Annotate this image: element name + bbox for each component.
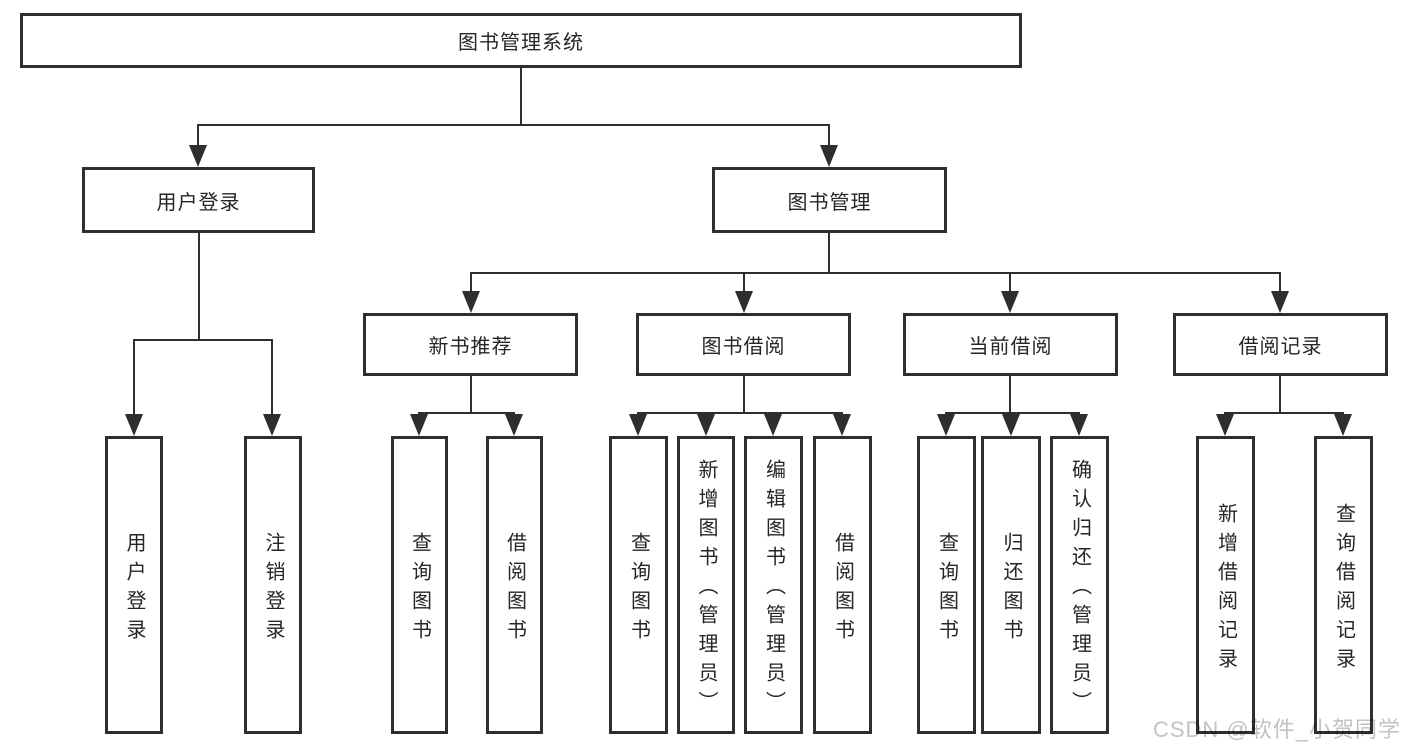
leaf-records-query-record: 查询借阅记录 — [1314, 436, 1373, 734]
leaf-user-login-label: 用户登录 — [123, 531, 145, 648]
connector-current-stem — [1009, 376, 1011, 414]
leaf-recommend-query-books-label: 查询图书 — [408, 531, 431, 648]
arrow-down-icon — [125, 414, 143, 436]
connector-leaf-drop — [271, 339, 273, 420]
arrow-down-icon — [697, 414, 715, 436]
connector-user-login-stem — [198, 233, 200, 341]
node-user-login: 用户登录 — [82, 167, 315, 233]
connector-level2-rail — [198, 124, 830, 126]
arrow-down-icon — [263, 414, 281, 436]
node-new-book-recommend-label: 新书推荐 — [428, 336, 513, 358]
arrow-down-icon — [833, 414, 851, 436]
arrow-down-icon — [1271, 291, 1289, 313]
node-book-borrowing-label: 图书借阅 — [701, 336, 786, 358]
leaf-recommend-borrow-books: 借阅图书 — [486, 436, 543, 734]
connector-records-drop — [1279, 272, 1281, 297]
connector-level3-rail — [471, 272, 1281, 274]
csdn-watermark: CSDN @软件_小贺同学 — [1152, 717, 1401, 742]
arrow-down-icon — [820, 145, 838, 167]
connector-records-stem — [1279, 376, 1281, 414]
node-library-system-label: 图书管理系统 — [458, 32, 584, 54]
leaf-borrow-query-books: 查询图书 — [609, 436, 668, 734]
connector-recommend-stem — [470, 376, 472, 414]
arrow-down-icon — [1334, 414, 1352, 436]
node-book-management-label: 图书管理 — [787, 191, 872, 214]
node-borrowing-records: 借阅记录 — [1173, 313, 1388, 376]
node-current-borrowing-label: 当前借阅 — [968, 336, 1053, 358]
node-new-book-recommend: 新书推荐 — [363, 313, 578, 376]
leaf-current-return-books: 归还图书 — [981, 436, 1041, 734]
leaf-borrow-borrow-books: 借阅图书 — [813, 436, 872, 734]
connector-current-rail — [946, 412, 1080, 414]
leaf-current-confirm-return-admin-label: 确认归还（管理员） — [1068, 459, 1091, 720]
connector-leaf-drop — [133, 339, 135, 420]
leaf-borrow-add-books-admin: 新增图书（管理员） — [677, 436, 735, 734]
connector-borrow-stem — [743, 376, 745, 414]
leaf-logout-login: 注销登录 — [244, 436, 302, 734]
leaf-current-query-books: 查询图书 — [917, 436, 976, 734]
arrow-down-icon — [735, 291, 753, 313]
leaf-recommend-query-books: 查询图书 — [391, 436, 448, 734]
arrow-down-icon — [629, 414, 647, 436]
leaf-recommend-borrow-books-label: 借阅图书 — [503, 531, 526, 648]
connector-user-login-rail — [134, 339, 273, 341]
leaf-borrow-add-books-admin-label: 新增图书（管理员） — [695, 459, 717, 720]
connector-borrow-drop — [743, 272, 745, 297]
leaf-records-query-record-label: 查询借阅记录 — [1332, 502, 1355, 677]
connector-root-stem — [520, 68, 522, 126]
connector-book-mgmt-stem — [828, 233, 830, 274]
leaf-borrow-edit-books-admin-label: 编辑图书（管理员） — [762, 459, 785, 720]
leaf-current-return-books-label: 归还图书 — [1000, 531, 1022, 648]
leaf-records-add-record: 新增借阅记录 — [1196, 436, 1255, 734]
connector-user-login-drop — [197, 124, 199, 150]
leaf-borrow-query-books-label: 查询图书 — [627, 531, 650, 648]
connector-book-mgmt-drop — [828, 124, 830, 150]
leaf-user-login: 用户登录 — [105, 436, 163, 734]
leaf-borrow-borrow-books-label: 借阅图书 — [831, 531, 854, 648]
arrow-down-icon — [937, 414, 955, 436]
leaf-borrow-edit-books-admin: 编辑图书（管理员） — [744, 436, 803, 734]
connector-records-rail — [1225, 412, 1344, 414]
node-book-borrowing: 图书借阅 — [636, 313, 851, 376]
arrow-down-icon — [1216, 414, 1234, 436]
connector-current-drop — [1009, 272, 1011, 297]
arrow-down-icon — [764, 414, 782, 436]
leaf-current-confirm-return-admin: 确认归还（管理员） — [1050, 436, 1109, 734]
node-library-system: 图书管理系统 — [20, 13, 1022, 68]
node-current-borrowing: 当前借阅 — [903, 313, 1118, 376]
leaf-current-query-books-label: 查询图书 — [935, 531, 958, 648]
node-user-login-label: 用户登录 — [156, 191, 241, 214]
node-borrowing-records-label: 借阅记录 — [1238, 336, 1323, 358]
leaf-logout-login-label: 注销登录 — [262, 531, 284, 648]
arrow-down-icon — [1001, 291, 1019, 313]
arrow-down-icon — [1002, 414, 1020, 436]
connector-recommend-drop — [470, 272, 472, 297]
arrow-down-icon — [189, 145, 207, 167]
arrow-down-icon — [1070, 414, 1088, 436]
connector-recommend-rail — [419, 412, 515, 414]
leaf-records-add-record-label: 新增借阅记录 — [1214, 502, 1237, 677]
node-book-management: 图书管理 — [712, 167, 947, 233]
arrow-down-icon — [410, 414, 428, 436]
arrow-down-icon — [462, 291, 480, 313]
connector-borrow-rail — [638, 412, 843, 414]
arrow-down-icon — [505, 414, 523, 436]
